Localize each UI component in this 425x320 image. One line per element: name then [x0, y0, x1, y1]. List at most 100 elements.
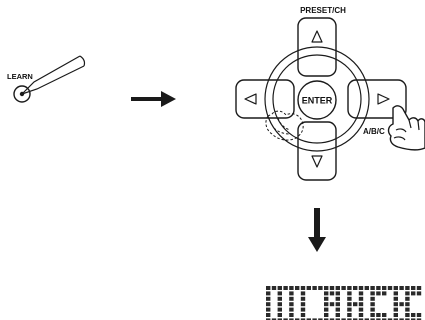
- display-pixel: [347, 307, 352, 312]
- display-pixel: [353, 318, 358, 320]
- display-pixel: [347, 313, 352, 317]
- right-button[interactable]: [347, 79, 407, 119]
- display-pixel: [289, 313, 294, 317]
- display-pixel: [405, 313, 410, 317]
- display-pixel: [306, 318, 311, 320]
- display-pixel: [353, 302, 358, 307]
- display-pixel: [306, 286, 311, 290]
- direction-pad: PRESET/CH ENTER A/B/C: [235, 6, 425, 181]
- display-pixel: [411, 313, 416, 317]
- display-pixel: [266, 291, 271, 296]
- display-pixel: [300, 291, 306, 296]
- display-pixel: [324, 302, 329, 307]
- display-pixel: [266, 302, 271, 307]
- display-pixel: [295, 318, 300, 320]
- display-pixel: [335, 318, 340, 320]
- display-pixel: [405, 286, 410, 290]
- display-pixel: [271, 318, 277, 320]
- display-pixel: [364, 318, 369, 320]
- display-pixel: [411, 291, 416, 296]
- display-pixel: [358, 286, 364, 290]
- left-arrow-icon: [244, 93, 257, 105]
- display-pixel: [393, 296, 398, 301]
- right-arrow-icon-dpad: [377, 93, 390, 105]
- display-pixel: [364, 286, 369, 290]
- display-pixel: [266, 307, 271, 312]
- display-pixel: [277, 313, 282, 317]
- display-pixel: [318, 318, 323, 320]
- display-pixel: [370, 302, 375, 307]
- display-pixel: [347, 302, 352, 307]
- display-pixel: [405, 307, 410, 312]
- display-pixel: [358, 296, 364, 301]
- display-pixel: [289, 286, 294, 290]
- display-pixel: [277, 318, 282, 320]
- display-pixel: [405, 302, 410, 307]
- display-pixel: [312, 286, 317, 290]
- display-pixel: [300, 313, 306, 317]
- display-pixel: [382, 318, 387, 320]
- down-arrow-indicator-icon: [308, 208, 326, 252]
- display-pixel: [335, 307, 340, 312]
- display-pixel: [382, 313, 387, 317]
- display-pixel: [300, 286, 306, 290]
- display-pixel: [376, 313, 381, 317]
- display-pixel: [376, 318, 381, 320]
- display-pixel: [335, 302, 340, 307]
- display-pixel: [347, 318, 352, 320]
- display-pixel: [382, 291, 387, 296]
- display-pixel: [266, 286, 271, 290]
- display-pixel: [405, 318, 410, 320]
- display-pixel: [324, 313, 329, 317]
- display-pixel: [387, 318, 393, 320]
- down-arrow-icon: [311, 155, 323, 168]
- display-pixel: [399, 318, 404, 320]
- display-pixel: [376, 291, 381, 296]
- display-pixel: [266, 318, 271, 320]
- display-pixel: [335, 296, 340, 301]
- up-arrow-icon: [311, 30, 323, 43]
- pen-tip-icon: [21, 55, 86, 95]
- display-pixel: [300, 318, 306, 320]
- display-pixel: [370, 286, 375, 290]
- display-pixel: [393, 307, 398, 312]
- segment-display: [266, 286, 422, 320]
- display-pixel: [277, 286, 282, 290]
- display-pixel: [300, 296, 306, 301]
- display-pixel: [416, 313, 422, 317]
- display-pixel: [393, 286, 398, 290]
- display-pixel: [416, 286, 422, 290]
- display-pixel: [283, 318, 288, 320]
- enter-button[interactable]: [297, 80, 337, 120]
- display-pixel: [393, 318, 398, 320]
- display-pixel: [370, 318, 375, 320]
- display-pixel: [277, 307, 282, 312]
- display-pixel: [387, 286, 393, 290]
- dashed-hand-icon: [265, 110, 304, 141]
- display-pixel: [277, 302, 282, 307]
- display-pixel: [289, 291, 294, 296]
- display-pixel: [341, 286, 346, 290]
- display-pixel: [393, 313, 398, 317]
- display-pixel: [318, 286, 323, 290]
- display-pixel: [358, 302, 364, 307]
- display-pixel: [329, 286, 335, 290]
- pointing-hand-icon: [387, 105, 425, 151]
- display-pixel: [358, 313, 364, 317]
- display-pixel: [335, 313, 340, 317]
- display-pixel: [399, 302, 404, 307]
- display-pixel: [376, 286, 381, 290]
- display-pixel: [289, 318, 294, 320]
- display-pixel: [289, 302, 294, 307]
- display-pixel: [370, 291, 375, 296]
- display-pixel: [347, 296, 352, 301]
- display-pixel: [405, 296, 410, 301]
- display-pixel: [300, 302, 306, 307]
- display-pixel: [411, 318, 416, 320]
- display-pixel: [370, 307, 375, 312]
- preset-ch-label: PRESET/CH: [300, 6, 346, 15]
- display-pixel: [335, 286, 340, 290]
- display-pixel: [347, 286, 352, 290]
- learn-button-group: LEARN: [6, 55, 86, 103]
